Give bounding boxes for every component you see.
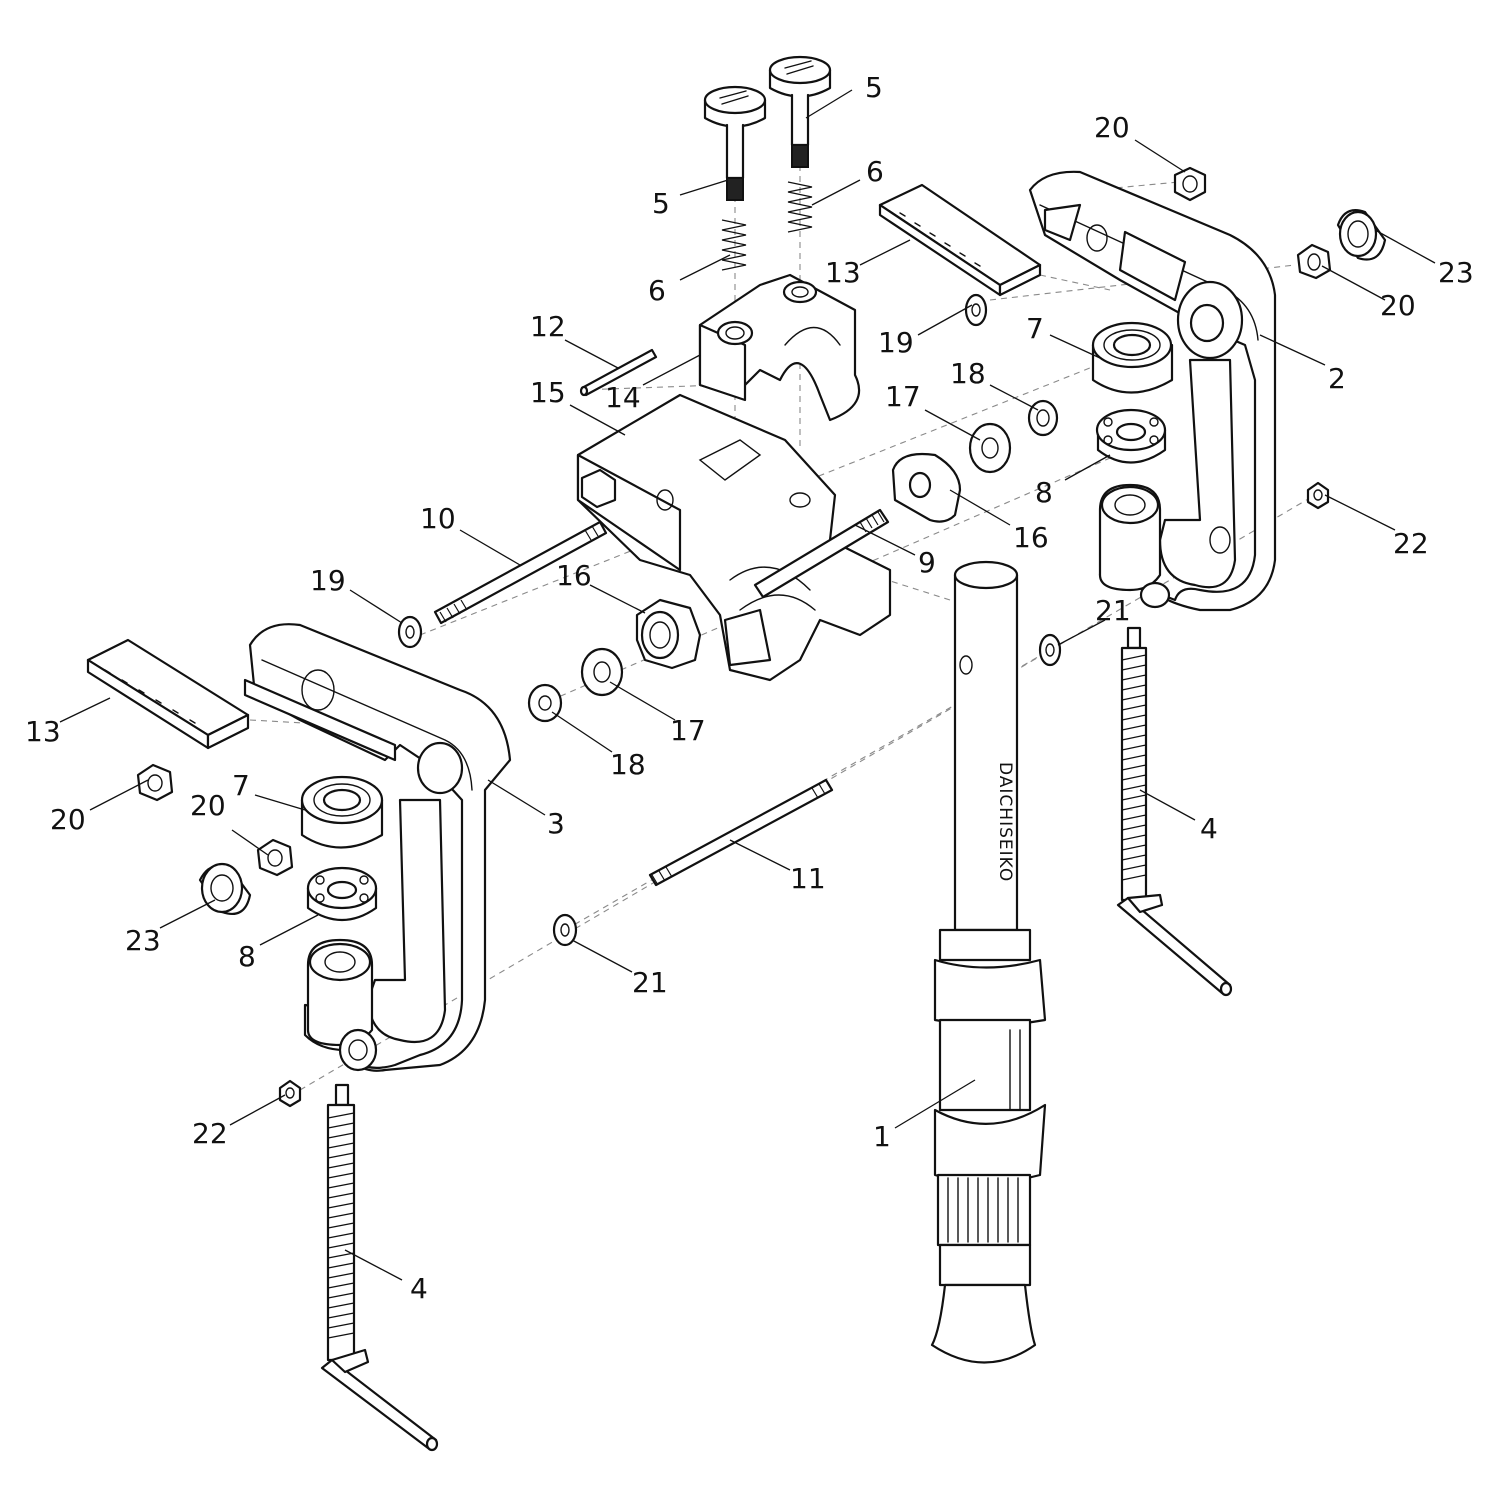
callout-20: 20 (1380, 289, 1416, 322)
part-6-spring-left (721, 219, 747, 271)
callout-6: 6 (648, 274, 666, 307)
callout-17: 17 (885, 380, 921, 413)
callout-5: 5 (652, 187, 670, 220)
callout-13: 13 (825, 256, 861, 289)
part-20-nut-top (1173, 166, 1207, 202)
part-20-nut-left-a (136, 763, 174, 802)
callout-22: 22 (192, 1117, 228, 1150)
callout-8: 8 (238, 940, 256, 973)
callout-7: 7 (232, 769, 250, 802)
part-20-nut-right (1296, 243, 1332, 280)
part-13-blade-left (86, 638, 250, 750)
part-8-roller-right (1095, 408, 1167, 464)
part-8-roller-left (306, 866, 378, 921)
part-17-washer-right (968, 422, 1012, 474)
callout-2: 2 (1328, 362, 1346, 395)
callout-21: 21 (632, 966, 668, 999)
callout-18: 18 (610, 748, 646, 781)
part-9-rod (753, 508, 890, 599)
part-17-washer-left (580, 647, 624, 697)
callout-10: 10 (420, 502, 456, 535)
part-3-frame-left (243, 623, 512, 1072)
callout-23: 23 (1438, 256, 1474, 289)
part-14-upper-block (698, 273, 861, 422)
leader-lines (59, 89, 1436, 1281)
callout-12: 12 (530, 310, 566, 343)
part-6-spring-right (787, 181, 813, 233)
callout-6: 6 (866, 155, 884, 188)
part-23-cap-left (198, 862, 252, 916)
callout-7: 7 (1026, 312, 1044, 345)
part-16-bushing-left (635, 598, 702, 670)
callout-23: 23 (125, 924, 161, 957)
callout-22: 22 (1393, 527, 1429, 560)
part-13-blade-right (878, 183, 1042, 297)
part-21-washer-left (552, 913, 578, 947)
callout-4: 4 (410, 1272, 428, 1305)
part-4-feed-screw-left (320, 1083, 439, 1452)
callout-20: 20 (1094, 111, 1130, 144)
part-4-feed-screw-right (1116, 626, 1233, 997)
part-20-nut-left-b (256, 838, 294, 877)
part-2-frame-right (1028, 170, 1277, 612)
callout-1: 1 (873, 1120, 891, 1153)
part-10-bolt (433, 520, 608, 625)
callout-5: 5 (865, 71, 883, 104)
part-18-washer-left (527, 683, 563, 723)
callout-19: 19 (310, 564, 346, 597)
part-19-washer-right (964, 293, 988, 327)
part-19-washer-left (397, 615, 423, 649)
brand-marking: DAICHISEIKO (995, 762, 1015, 882)
callout-4: 4 (1200, 812, 1218, 845)
part-11-rod (648, 778, 834, 887)
part-16-bushing-right (891, 452, 962, 523)
part-21-washer-right (1038, 633, 1062, 667)
part-1-handle: DAICHISEIKO (930, 560, 1047, 1364)
callout-17: 17 (670, 714, 706, 747)
callout-11: 11 (790, 862, 826, 895)
callout-18: 18 (950, 357, 986, 390)
callout-16: 16 (556, 559, 592, 592)
part-22-nut-left (278, 1079, 302, 1108)
part-7-bearing-left (300, 775, 384, 849)
callout-19: 19 (878, 326, 914, 359)
callout-3: 3 (547, 807, 565, 840)
part-5-thumb-screw-right (768, 55, 832, 168)
callout-13: 13 (25, 715, 61, 748)
part-5-thumb-screw-left (703, 85, 767, 201)
part-12-pin (579, 348, 658, 397)
callout-15: 15 (530, 376, 566, 409)
callout-16: 16 (1013, 521, 1049, 554)
callout-14: 14 (605, 381, 641, 414)
part-23-cap-right (1336, 209, 1387, 261)
callout-21: 21 (1095, 594, 1131, 627)
callout-20: 20 (190, 789, 226, 822)
callout-8: 8 (1035, 476, 1053, 509)
callout-20: 20 (50, 803, 86, 836)
part-15-main-body (576, 393, 892, 682)
part-18-washer-right (1027, 399, 1059, 437)
callout-labels: 5 5 6 6 20 23 20 13 12 19 7 2 14 15 18 1… (25, 71, 1474, 1305)
part-7-bearing-right (1091, 321, 1174, 394)
callout-9: 9 (918, 546, 936, 579)
part-22-nut-right (1306, 481, 1330, 510)
